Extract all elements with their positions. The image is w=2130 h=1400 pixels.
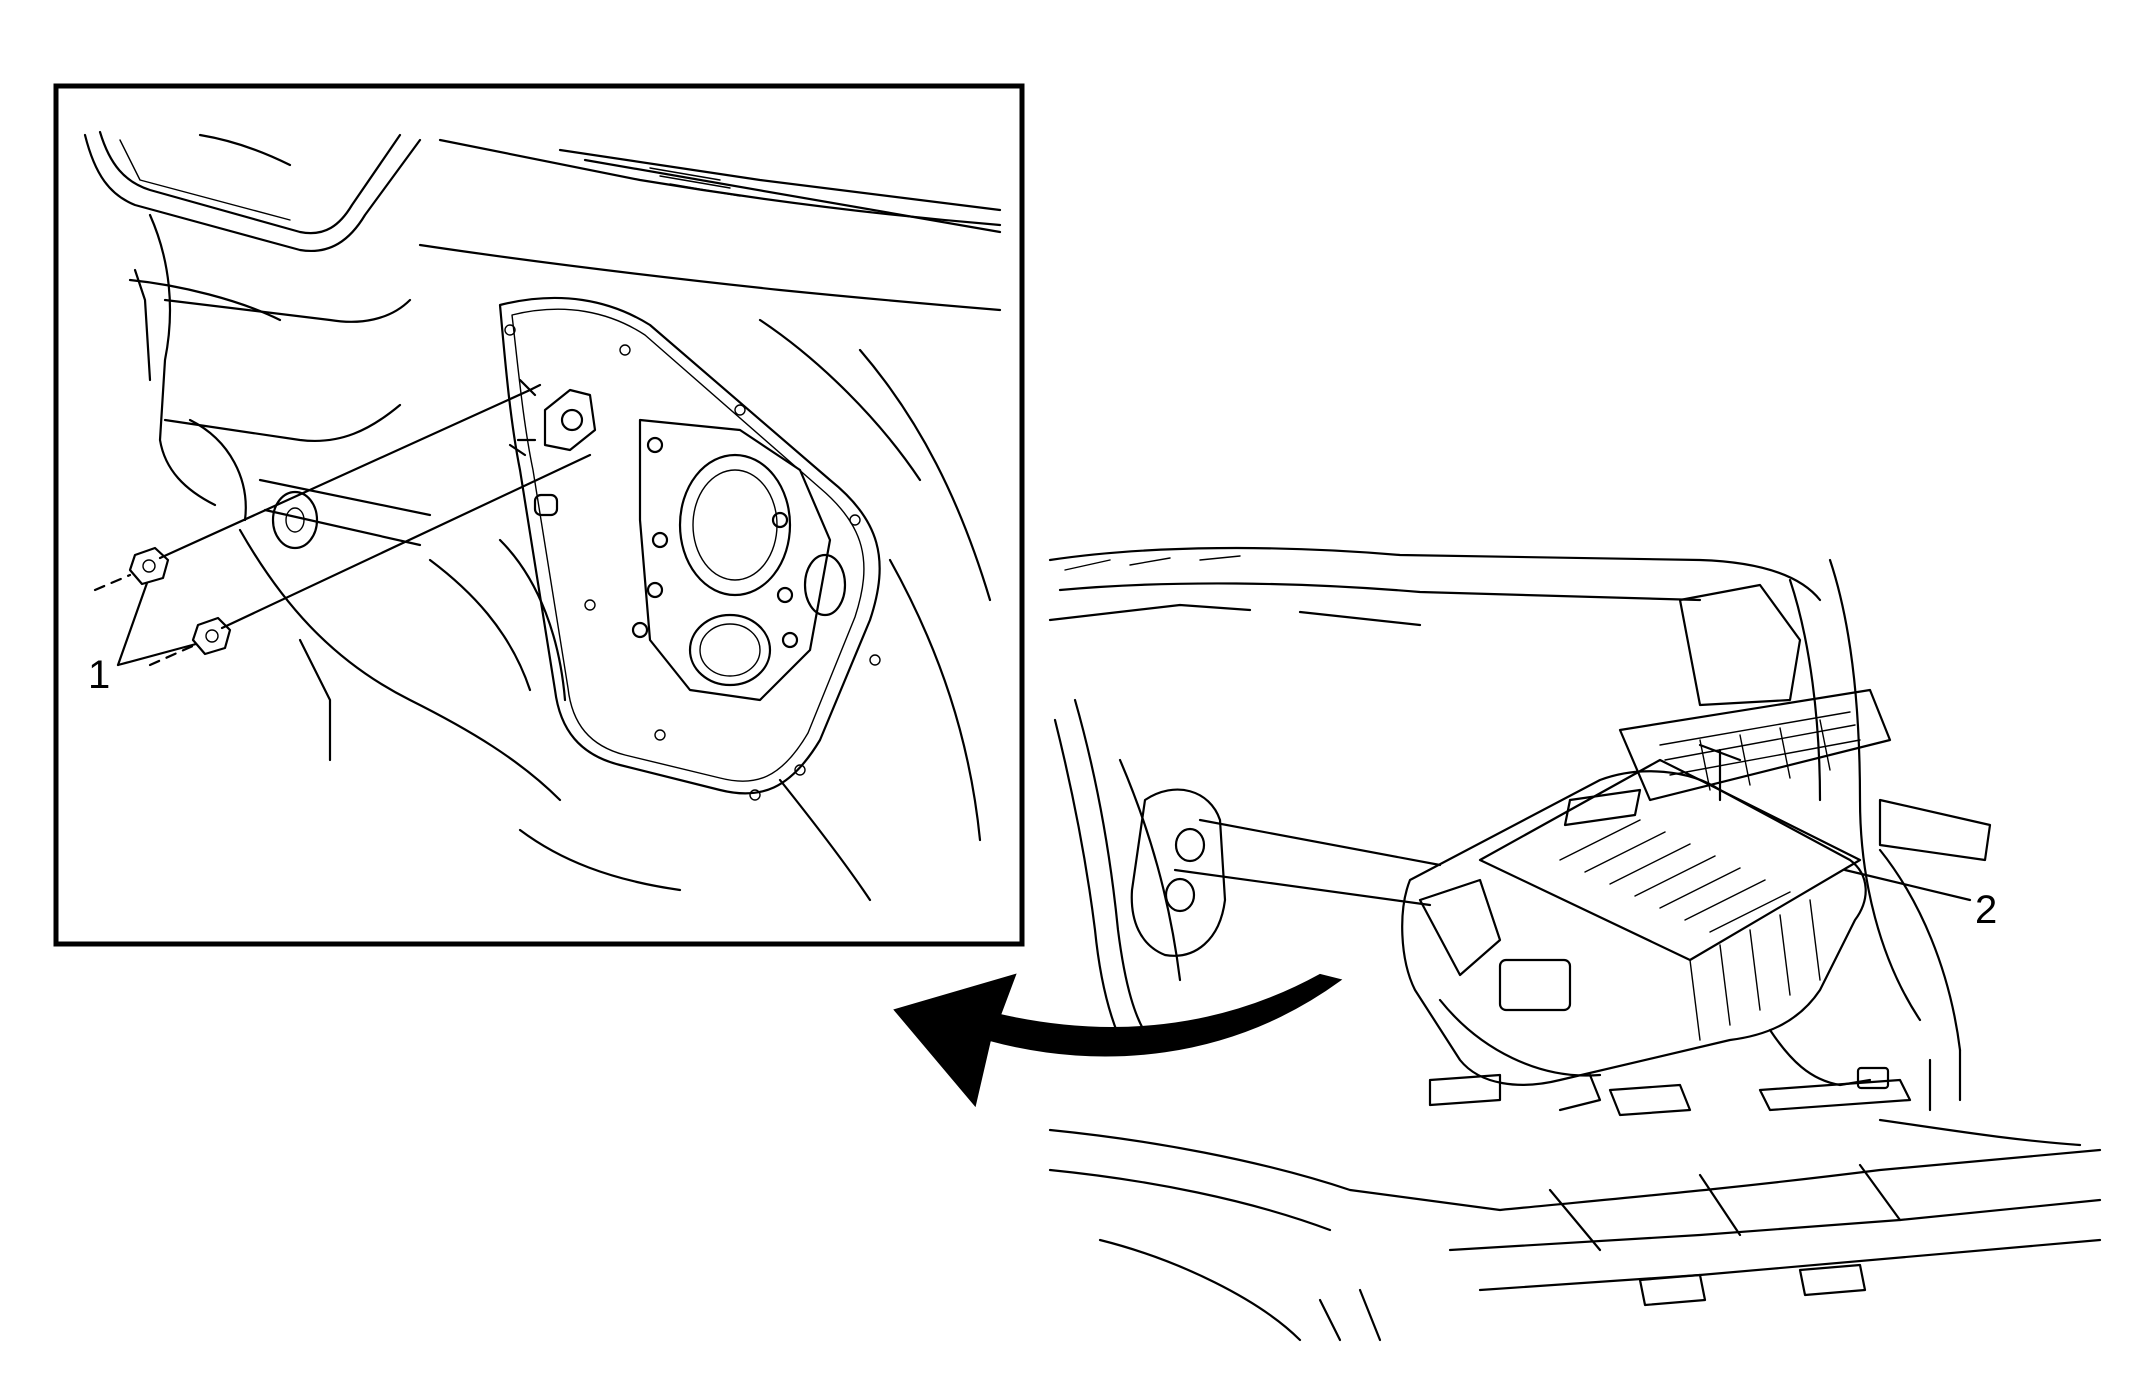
curved-arrow-icon — [893, 973, 1343, 1108]
callout-1: 1 — [88, 653, 111, 697]
bracket-and-bolts — [508, 378, 597, 517]
vehicle-interior-view — [1048, 546, 2102, 1342]
hvac-module — [1401, 743, 1890, 1112]
callout-2: 2 — [1975, 888, 1998, 932]
detail-inset — [53, 83, 1025, 947]
blower-seal-plate — [498, 296, 881, 801]
dash-panel-outline — [83, 130, 1002, 902]
fastener-nuts — [93, 388, 592, 667]
